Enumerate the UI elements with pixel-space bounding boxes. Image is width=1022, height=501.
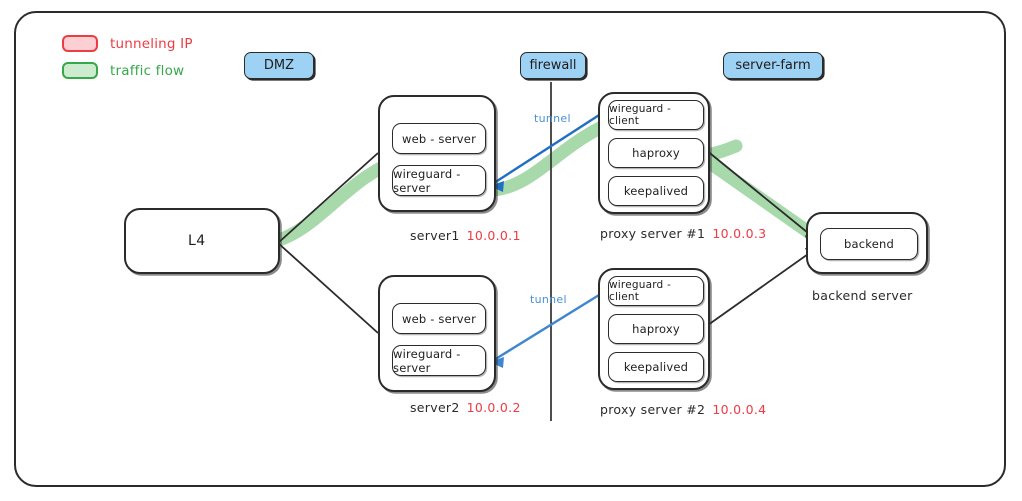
zone-label-server-farm: server-farm [723, 52, 823, 79]
service-server2-web-server[interactable]: web - server [392, 303, 486, 334]
legend-label-traffic-flow: traffic flow [110, 62, 185, 79]
service-proxy2-wireguard-client[interactable]: wireguard - client [608, 276, 704, 306]
caption-server1: server1 10.0.0.1 [410, 228, 521, 243]
caption-proxy1-ip: 10.0.0.3 [712, 226, 767, 241]
tunnel-label-lower: tunnel [530, 293, 567, 306]
node-server1[interactable]: web - server wireguard - server [378, 95, 496, 212]
service-proxy2-haproxy[interactable]: haproxy [608, 314, 704, 344]
legend-swatch-tunneling-ip [62, 35, 98, 52]
service-server1-web-server[interactable]: web - server [392, 123, 486, 154]
caption-server2: server2 10.0.0.2 [410, 400, 521, 415]
node-proxy-server-1[interactable]: wireguard - client haproxy keepalived [598, 92, 710, 214]
legend-swatch-traffic-flow [62, 62, 98, 79]
caption-server2-ip: 10.0.0.2 [466, 400, 521, 415]
caption-server1-name: server1 [410, 228, 460, 243]
service-proxy1-keepalived[interactable]: keepalived [608, 176, 704, 206]
zone-label-dmz: DMZ [244, 52, 314, 79]
caption-proxy-server-1: proxy server #1 10.0.0.3 [600, 226, 766, 241]
legend-label-tunneling-ip: tunneling IP [110, 35, 193, 52]
service-proxy1-wireguard-client[interactable]: wireguard - client [608, 100, 704, 130]
node-l4[interactable]: L4 [124, 208, 280, 274]
node-l4-label: L4 [188, 233, 206, 249]
legend-item-traffic-flow: traffic flow [62, 62, 184, 79]
zone-label-firewall: firewall [520, 52, 586, 79]
caption-proxy2-ip: 10.0.0.4 [712, 402, 767, 417]
caption-server2-name: server2 [410, 400, 460, 415]
service-backend[interactable]: backend [820, 228, 918, 260]
node-server2[interactable]: web - server wireguard - server [378, 275, 496, 392]
node-backend-server[interactable]: backend [806, 212, 928, 274]
caption-proxy-server-2: proxy server #2 10.0.0.4 [600, 402, 766, 417]
service-proxy1-haproxy[interactable]: haproxy [608, 138, 704, 168]
service-server1-wireguard-server[interactable]: wireguard - server [392, 165, 486, 196]
caption-server1-ip: 10.0.0.1 [466, 228, 521, 243]
node-proxy-server-2[interactable]: wireguard - client haproxy keepalived [598, 268, 710, 390]
service-server2-wireguard-server[interactable]: wireguard - server [392, 345, 486, 376]
caption-backend-server: backend server [812, 288, 913, 303]
caption-proxy2-name: proxy server #2 [600, 402, 706, 417]
legend-item-tunneling-ip: tunneling IP [62, 35, 193, 52]
service-proxy2-keepalived[interactable]: keepalived [608, 352, 704, 382]
tunnel-label-upper: tunnel [534, 112, 571, 125]
caption-proxy1-name: proxy server #1 [600, 226, 706, 241]
